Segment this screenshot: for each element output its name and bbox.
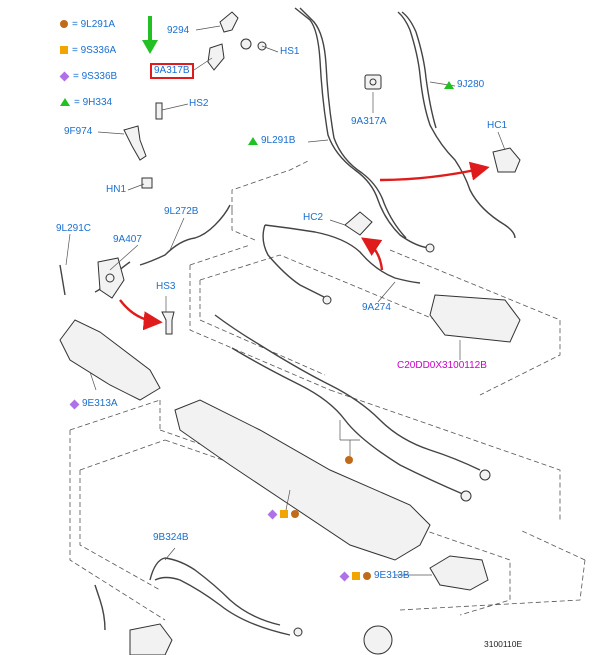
- part-label-9a317a[interactable]: 9A317A: [351, 116, 387, 127]
- circle-symbol-icon: [60, 20, 68, 28]
- part-label-9j280[interactable]: 9J280: [457, 79, 485, 90]
- part-label-9e313b[interactable]: 9E313B: [374, 570, 410, 581]
- part-label-9f974[interactable]: 9F974: [64, 126, 93, 137]
- drawing-reference-number: 3100110E: [484, 639, 523, 649]
- part-label-hs3[interactable]: HS3: [156, 281, 176, 292]
- triangle-symbol-icon: [444, 81, 454, 89]
- legend-text: = 9L291A: [72, 18, 116, 30]
- legend-item-square: = 9S336A: [60, 37, 117, 63]
- tube-lines: [59, 7, 516, 636]
- part-label-hn1[interactable]: HN1: [106, 184, 127, 195]
- part-label-hs1[interactable]: HS1: [280, 46, 300, 57]
- part-label-9j280-row: 9J280: [444, 79, 484, 91]
- part-label-9l291c[interactable]: 9L291C: [56, 223, 92, 234]
- square-symbol-icon: [60, 46, 68, 54]
- part-label-9e313a[interactable]: 9E313A: [82, 398, 118, 409]
- leader-lines: [65, 25, 506, 576]
- square-symbol-icon: [280, 510, 288, 518]
- part-label-9a274[interactable]: 9A274: [362, 302, 391, 313]
- legend-text: = 9S336B: [73, 70, 118, 82]
- symbol-group-circle: [345, 456, 353, 464]
- components: [59, 11, 521, 655]
- triangle-symbol-icon: [60, 98, 70, 106]
- green-arrow: [142, 16, 158, 54]
- red-arrows: [119, 161, 490, 331]
- circle-symbol-icon: [291, 510, 299, 518]
- legend-item-diamond: = 9S336B: [59, 63, 118, 89]
- part-label-9b324b[interactable]: 9B324B: [153, 532, 189, 543]
- diamond-symbol-icon: [59, 71, 70, 81]
- part-label-9l291b-row: 9L291B: [248, 135, 295, 147]
- diamond-symbol-icon: [339, 571, 350, 581]
- square-symbol-icon: [352, 572, 360, 580]
- part-label-9l291b[interactable]: 9L291B: [261, 135, 296, 146]
- circle-symbol-icon: [363, 572, 371, 580]
- part-label-hc2[interactable]: HC2: [303, 212, 324, 223]
- legend: = 9L291A = 9S336A = 9S336B = 9H334: [59, 11, 118, 115]
- legend-text: = 9H334: [74, 96, 113, 108]
- part-label-9a407[interactable]: 9A407: [113, 234, 142, 245]
- legend-text: = 9S336A: [72, 44, 117, 56]
- part-label-9a317b-highlighted[interactable]: 9A317B: [150, 63, 194, 79]
- part-label-9e313b-row: 9E313B: [339, 570, 410, 582]
- part-label-9l272b[interactable]: 9L272B: [164, 206, 199, 217]
- symbol-group-diamond-square-circle: [267, 509, 299, 519]
- part-label-hs2[interactable]: HS2: [189, 98, 209, 109]
- diamond-symbol-icon: [267, 509, 278, 519]
- part-label-hc1[interactable]: HC1: [487, 120, 508, 131]
- circle-symbol-icon: [345, 456, 353, 464]
- diamond-symbol-icon: [69, 399, 80, 409]
- part-label-9294[interactable]: 9294: [167, 25, 190, 36]
- part-code-label: C20DD0X3100112B: [397, 360, 487, 371]
- legend-item-triangle: = 9H334: [60, 89, 117, 115]
- legend-item-circle: = 9L291A: [60, 11, 117, 37]
- part-label-9e313a-row: 9E313A: [69, 398, 118, 410]
- triangle-symbol-icon: [248, 137, 258, 145]
